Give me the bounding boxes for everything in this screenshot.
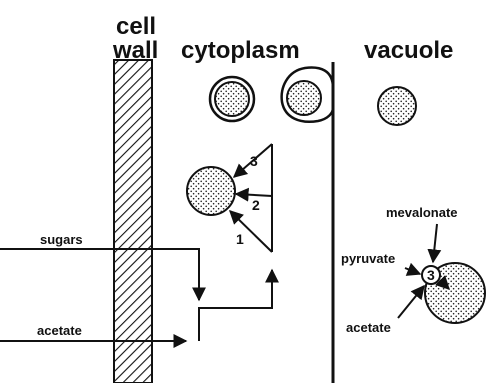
mevalonate-label: mevalonate — [386, 205, 458, 220]
cytoplasm-label: cytoplasm — [181, 37, 300, 64]
vacuole-step-label: 3 — [427, 267, 435, 283]
vesicle-globule — [215, 82, 249, 116]
cell-wall-label-line1: cell — [116, 13, 156, 40]
fusing-vesicle-globule — [287, 81, 321, 115]
step-label-3: 3 — [250, 153, 258, 169]
pyruvate-arrow — [405, 268, 420, 274]
pathway-arrow-2 — [236, 194, 272, 196]
acetate-label-cytoplasm: acetate — [37, 323, 82, 338]
vacuole-globule — [378, 87, 416, 125]
step-label-1: 1 — [236, 231, 244, 247]
cytoplasm-globule — [187, 167, 235, 215]
pyruvate-label: pyruvate — [341, 251, 395, 266]
vacuole-acetate-arrow — [398, 286, 424, 318]
mevalonate-arrow — [433, 224, 437, 262]
acetate-label-vacuole: acetate — [346, 320, 391, 335]
step-label-2: 2 — [252, 197, 260, 213]
sugars-arrow — [0, 249, 199, 300]
carbon-flow-arrow — [199, 270, 272, 341]
cell-wall — [114, 60, 152, 383]
vacuole-label: vacuole — [364, 37, 453, 64]
sugars-label: sugars — [40, 232, 83, 247]
